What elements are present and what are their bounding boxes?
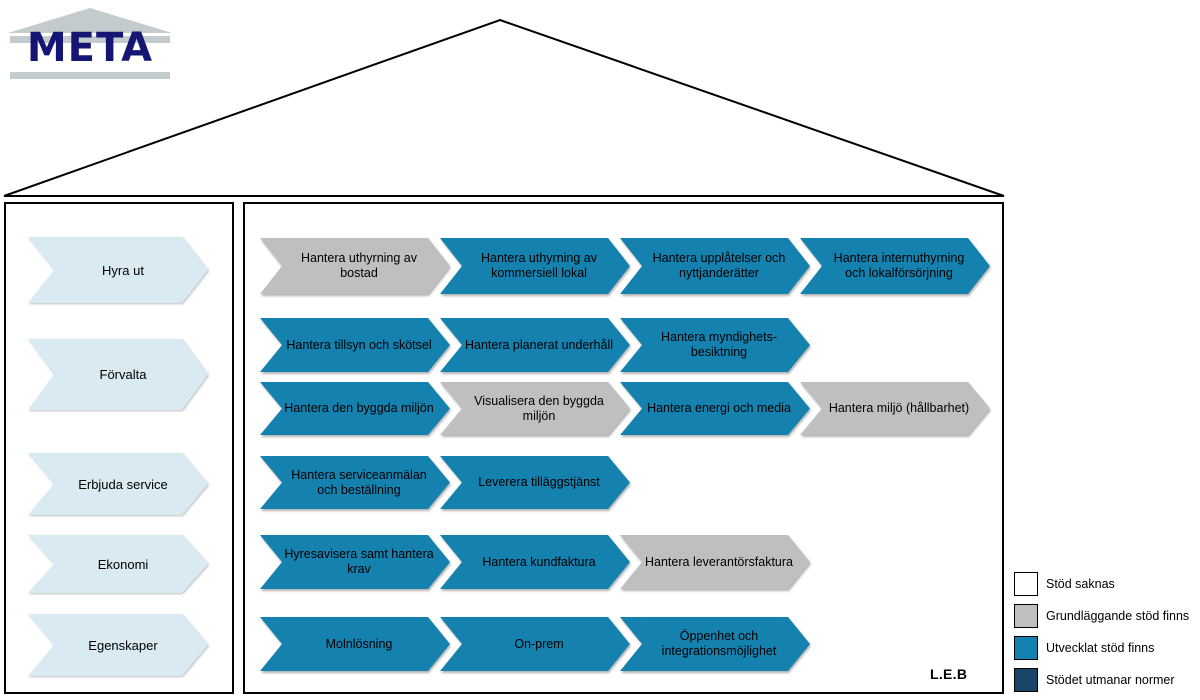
legend: Stöd saknas Grundläggande stöd finns Utv…: [1014, 568, 1200, 696]
category-item-forvalta[interactable]: Förvalta: [28, 339, 208, 410]
capability-label: Hantera leverantörsfaktura: [645, 554, 793, 569]
capability-chevron[interactable]: Hantera internuthyrning och lokalförsörj…: [800, 238, 990, 294]
capability-label: Hantera planerat underhåll: [464, 337, 614, 352]
legend-swatch-teal: [1014, 636, 1038, 660]
legend-label: Utvecklat stöd finns: [1046, 641, 1155, 655]
capability-label: Hyresavisera samt hantera krav: [284, 547, 434, 576]
capability-chevron[interactable]: Hantera serviceanmälan och beställning: [260, 456, 450, 509]
category-label: Ekonomi: [97, 556, 149, 572]
category-label: Erbjuda service: [78, 476, 168, 492]
legend-swatch-white: [1014, 572, 1038, 596]
capability-label: Visualisera den byggda miljön: [474, 393, 604, 423]
capability-label: Hantera kundfaktura: [482, 554, 596, 569]
legend-label: Stödet utmanar normer: [1046, 673, 1175, 687]
capability-label: Hantera myndighets-besiktning: [660, 330, 778, 359]
capability-label: Hantera miljö (hållbarhet): [828, 401, 970, 415]
capability-label: Molnlösning: [325, 636, 393, 651]
capability-chevron[interactable]: Hantera myndighets-besiktning: [620, 318, 810, 372]
capability-chevron[interactable]: Hantera uthyrning av bostad: [260, 238, 450, 294]
legend-swatch-gray: [1014, 604, 1038, 628]
capability-chevron[interactable]: Hantera den byggda miljön: [260, 382, 450, 435]
capability-chevron[interactable]: Hantera energi och media: [620, 382, 810, 435]
category-label: Hyra ut: [102, 262, 144, 278]
capability-chevron[interactable]: Öppenhet och integrationsmöjlighet: [620, 617, 810, 671]
category-item-hyra-ut[interactable]: Hyra ut: [28, 237, 208, 303]
capability-chevron[interactable]: Hantera leverantörsfaktura: [620, 535, 810, 589]
capability-label: Hantera uthyrning av kommersiell lokal: [480, 251, 598, 280]
capability-chevron[interactable]: Hantera tillsyn och skötsel: [260, 318, 450, 372]
category-item-egenskaper[interactable]: Egenskaper: [28, 614, 208, 676]
capability-chevron[interactable]: Hantera planerat underhåll: [440, 318, 630, 372]
capability-label: Leverera tilläggstjänst: [478, 475, 600, 489]
capability-chevron[interactable]: Hantera uthyrning av kommersiell lokal: [440, 238, 630, 294]
legend-label: Grundläggande stöd finns: [1046, 609, 1190, 623]
roof-triangle: [3, 18, 1005, 197]
capability-chevron[interactable]: Visualisera den byggda miljön: [440, 382, 630, 435]
category-item-erbjuda-service[interactable]: Erbjuda service: [28, 453, 208, 515]
capability-chevron[interactable]: Leverera tilläggstjänst: [440, 456, 630, 509]
meta-logo-pediment-icon: [8, 8, 172, 79]
capability-chevron[interactable]: Hyresavisera samt hantera krav: [260, 535, 450, 589]
capability-label: Hantera upplåtelser och nyttjanderätter: [652, 251, 786, 280]
legend-item: Utvecklat stöd finns: [1014, 632, 1200, 664]
capability-label: Hantera internuthyrning och lokalförsörj…: [833, 251, 965, 280]
meta-logo-text: META: [26, 25, 154, 71]
capability-chevron[interactable]: Hantera upplåtelser och nyttjanderätter: [620, 238, 810, 294]
author-signature: L.E.B: [930, 666, 968, 682]
capability-label: Hantera uthyrning av bostad: [300, 251, 418, 280]
capability-chevron[interactable]: Molnlösning: [260, 617, 450, 671]
capability-label: Hantera den byggda miljön: [284, 401, 434, 415]
category-item-ekonomi[interactable]: Ekonomi: [28, 535, 208, 593]
category-label: Förvalta: [99, 367, 147, 382]
legend-item: Stöd saknas: [1014, 568, 1200, 600]
legend-item: Stödet utmanar normer: [1014, 664, 1200, 696]
category-label: Egenskaper: [88, 637, 158, 653]
capability-label: On-prem: [514, 636, 564, 651]
meta-logo: META: [6, 6, 174, 80]
legend-item: Grundläggande stöd finns: [1014, 600, 1200, 632]
capability-label: Hantera serviceanmälan och beställning: [291, 467, 427, 497]
capability-label: Öppenhet och integrationsmöjlighet: [661, 629, 777, 658]
capability-label: Hantera energi och media: [647, 401, 791, 415]
legend-label: Stöd saknas: [1046, 577, 1115, 591]
legend-swatch-navy: [1014, 668, 1038, 692]
capability-chevron[interactable]: On-prem: [440, 617, 630, 671]
capability-chevron[interactable]: Hantera miljö (hållbarhet): [800, 382, 990, 435]
capability-chevron[interactable]: Hantera kundfaktura: [440, 535, 630, 589]
capability-label: Hantera tillsyn och skötsel: [286, 337, 432, 352]
